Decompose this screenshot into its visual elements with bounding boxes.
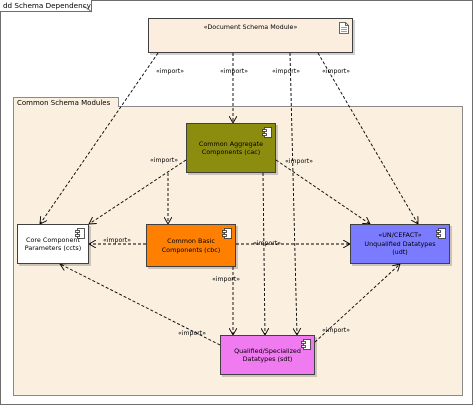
component-icon [436, 228, 446, 239]
frame-tab-corner-icon [84, 6, 93, 13]
component-unqualified-datatypes[interactable]: «UN/CEFACT» Unqualified Datatypes (udt) [350, 224, 450, 264]
edge-doc-sdt [289, 52, 297, 335]
component-qualified-specialized-datatypes[interactable]: Qualified/Specialized Datatypes (sdt) [220, 335, 315, 375]
component-icon [75, 228, 85, 239]
component-stereotype: «UN/CEFACT» [378, 231, 422, 240]
component-name-line2: Parameters (ccts) [24, 244, 82, 252]
edge-label-cbc-udt: «import» [253, 240, 282, 247]
edge-cac-ccts [89, 159, 187, 224]
component-document-schema-module[interactable]: «Document Schema Module» [148, 18, 353, 53]
component-name-line1: Qualified/Specialized [234, 346, 301, 355]
edge-label-cac-ccts: «import» [150, 157, 179, 164]
edge-label-sdt-ccts: «import» [178, 330, 207, 337]
edge-sdt-udt [314, 264, 400, 343]
component-name-line2: Components (cac) [201, 148, 261, 156]
component-icon [301, 339, 311, 350]
component-stereotype: «Document Schema Module» [203, 23, 298, 31]
component-common-basic-components[interactable]: Common Basic Components (cbc) [146, 224, 236, 267]
component-name-line1: Core Component [26, 235, 80, 244]
edge-label-doc-sdt: «import» [272, 68, 301, 75]
diagram-title: dd Schema Dependency [0, 0, 92, 12]
edge-doc-udt [317, 52, 418, 224]
component-icon [262, 127, 272, 138]
component-name-line1: Common Aggregate [198, 139, 264, 148]
component-name-line3: (udt) [392, 248, 408, 257]
edge-label-sdt-udt: «import» [322, 327, 351, 334]
edge-label-cbc-sdt: «import» [212, 276, 241, 283]
edge-label-doc-cac: «import» [220, 68, 249, 75]
edge-label-doc-udt: «import» [322, 68, 351, 75]
component-name-line2: Unqualified Datatypes [364, 239, 436, 248]
component-name-line2: Datatypes (sdt) [242, 355, 293, 363]
document-icon [339, 22, 349, 34]
component-icon [222, 228, 232, 239]
package-title: Common Schema Modules [13, 97, 119, 107]
component-common-aggregate-components[interactable]: Common Aggregate Components (cac) [186, 123, 276, 173]
edge-label-cac-udt: «import» [285, 158, 314, 165]
component-name-line1: Common Basic [167, 237, 215, 245]
edge-doc-ccts [40, 52, 159, 224]
edge-cac-udt [275, 159, 370, 224]
component-name-line2: Components (cbc) [161, 245, 221, 254]
edge-label-doc-ccts: «import» [156, 68, 185, 75]
edge-label-cbc-ccts: «import» [103, 237, 132, 244]
edge-cac-sdt [263, 172, 265, 335]
component-core-component-parameters[interactable]: Core Component Parameters (ccts) [17, 224, 89, 264]
